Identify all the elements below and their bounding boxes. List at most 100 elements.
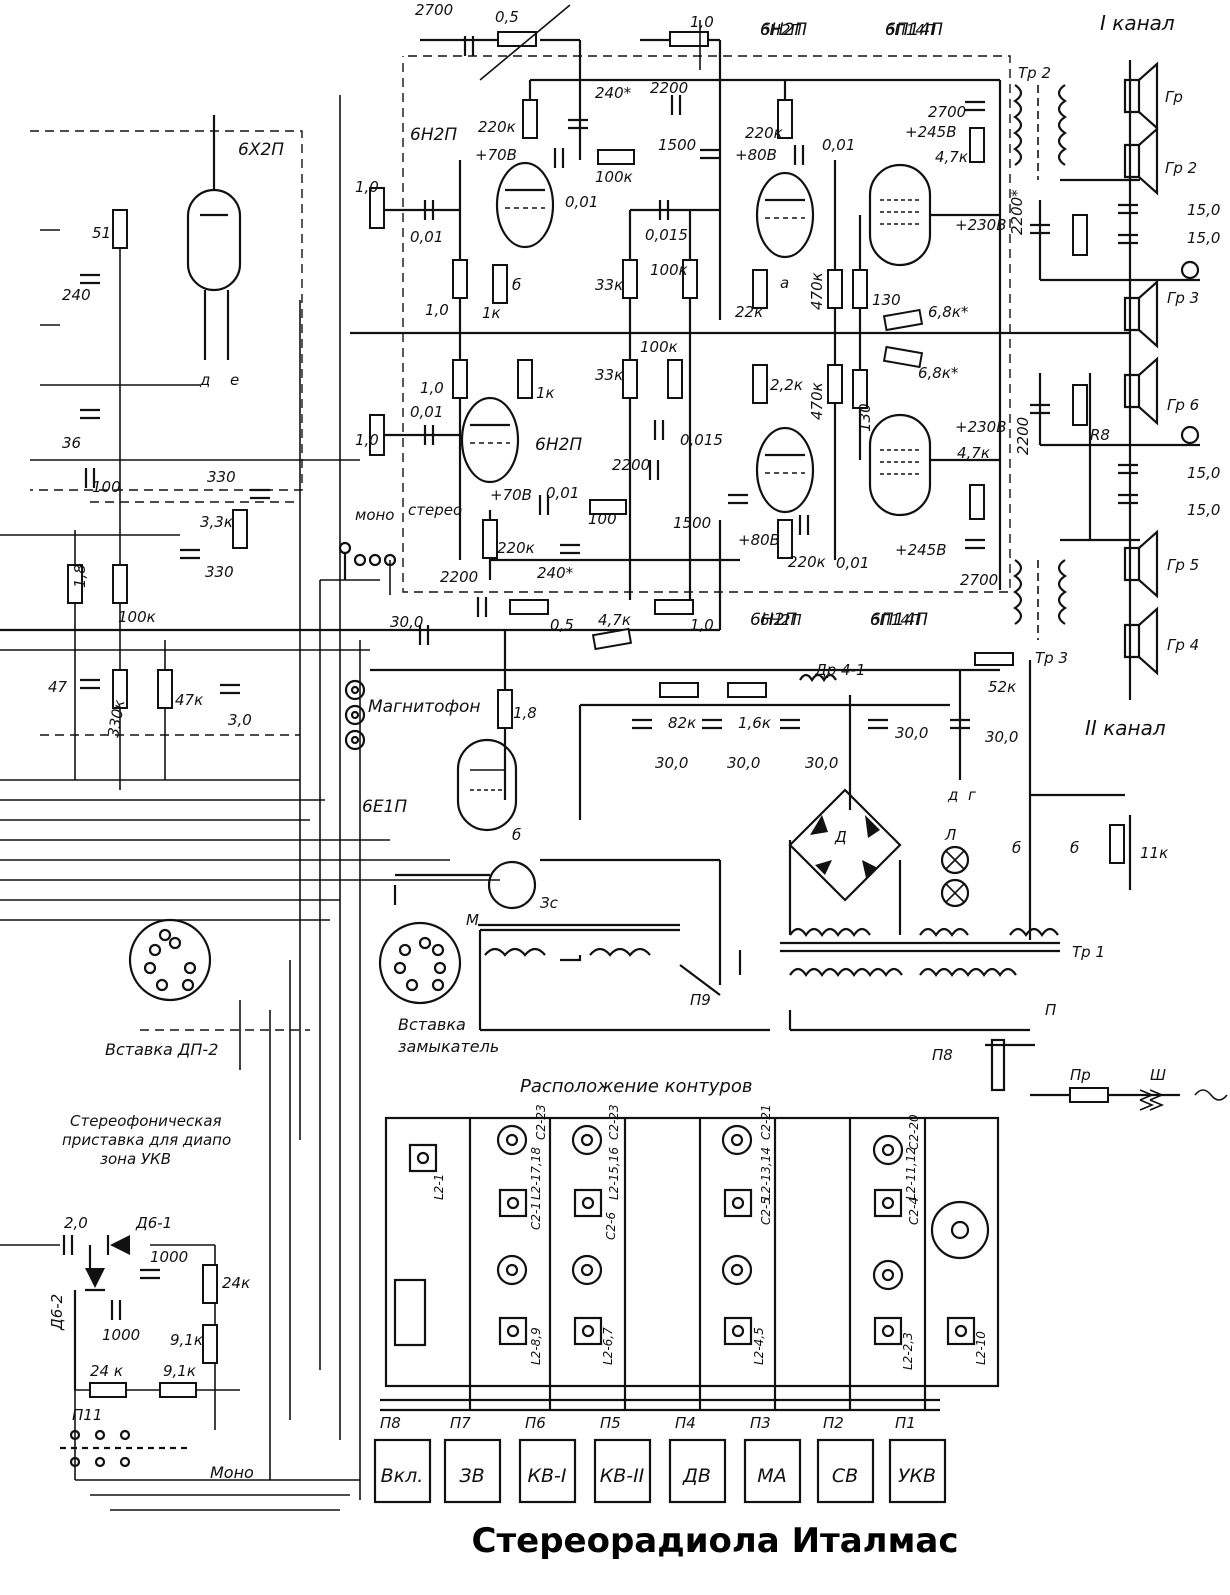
resistors xyxy=(67,99,1125,1398)
component-value-label: 2200 xyxy=(612,456,650,474)
band-button-1: ЗВ xyxy=(459,1465,484,1487)
resistor xyxy=(452,359,468,399)
resistor xyxy=(882,308,924,332)
resistor xyxy=(202,1324,218,1364)
coil-label: С2-5 xyxy=(759,1197,773,1225)
component-value-label: 220к xyxy=(497,539,535,557)
component-value-label: +70В xyxy=(475,146,517,164)
component-value-label: 220к xyxy=(745,124,783,142)
switch-p9 xyxy=(679,964,721,996)
headphone-3s xyxy=(487,860,537,910)
tube-6x2p xyxy=(186,188,242,292)
resistor xyxy=(667,359,683,399)
component-value-label: 0,5 xyxy=(495,8,519,26)
component-value-label: 2200 xyxy=(1014,417,1032,455)
component-value-label: R8 xyxy=(1090,426,1110,444)
component-value-label: 9,1к xyxy=(163,1362,196,1380)
coil-label: С2-1 xyxy=(529,1202,543,1230)
component-value-label: Д6-2 xyxy=(48,1294,66,1331)
tube-type-label: 6Е1П xyxy=(362,797,407,817)
mono-stereo-switch xyxy=(338,541,397,580)
component-value-label: 100 xyxy=(92,478,121,496)
component-value-label: 2200* xyxy=(1008,189,1026,235)
main-wiring xyxy=(0,38,1200,1511)
component-value-label: 1,0 xyxy=(425,301,449,319)
component-value-label: 240 xyxy=(62,286,91,304)
coil-panel-dividers xyxy=(380,1118,940,1412)
speaker-gr6 xyxy=(1123,356,1159,426)
resistor xyxy=(752,269,768,309)
component-value-label: Пр xyxy=(1070,1066,1091,1084)
resistor xyxy=(591,627,633,651)
component-value-label: б xyxy=(512,276,521,294)
component-value-label: 24к xyxy=(222,1274,250,1292)
resistor xyxy=(659,682,699,698)
resistor xyxy=(852,369,868,409)
switch-id-label: П8 xyxy=(380,1414,401,1432)
coil-label: L2-10 xyxy=(974,1331,988,1365)
component-value-label: 3,0 xyxy=(228,711,252,729)
component-value-label: Др 4-1 xyxy=(814,661,866,679)
capacitor xyxy=(80,273,100,285)
component-value-label: б xyxy=(1012,839,1021,857)
component-value-label: 100 xyxy=(588,510,617,528)
component-value-label: П11 xyxy=(72,1406,102,1424)
insert-shorting-label: замыкатель xyxy=(398,1037,499,1056)
component-value-label: +70В xyxy=(490,486,532,504)
tube-6n2p-ch1-driver xyxy=(755,171,815,259)
coil-label: L2-11,12 xyxy=(904,1147,918,1200)
component-value-label: Тр 2 xyxy=(1018,64,1051,82)
switch-id-label: П4 xyxy=(675,1414,696,1432)
stereo-attachment-label: приставка для диапо xyxy=(62,1131,231,1149)
component-value-label: +80В xyxy=(735,146,777,164)
component-value-label: 2,2к xyxy=(770,376,803,394)
resistor xyxy=(482,519,498,559)
component-value-label: 1,0 xyxy=(355,431,379,449)
component-value-label: 24 к xyxy=(90,1362,123,1380)
coil-label: С2-20 xyxy=(907,1114,921,1150)
component-value-label: 0,01 xyxy=(410,228,443,246)
resistor xyxy=(497,689,513,729)
resistor xyxy=(752,364,768,404)
component-value-label: 3,3к xyxy=(200,513,233,531)
component-value-label: 2700 xyxy=(928,103,966,121)
component-value-label: 30,0 xyxy=(655,754,688,772)
component-value-label: +230В xyxy=(955,418,1007,436)
volume-pot-0-5-top xyxy=(497,31,537,47)
component-value-label: 2,0 xyxy=(64,1214,88,1232)
coil-label: L2-4,5 xyxy=(752,1327,766,1365)
component-value-label: 30,0 xyxy=(727,754,760,772)
component-value-label: 0,01 xyxy=(822,136,855,154)
component-value-label: 130 xyxy=(856,403,874,432)
component-value-label: Ш xyxy=(1150,1066,1166,1084)
resistor xyxy=(89,1382,127,1398)
tube-6n2p-ch1-upper xyxy=(495,161,555,249)
component-value-label: 0,015 xyxy=(645,226,688,244)
balance-pot-1-0-b xyxy=(369,414,385,456)
switch-id-label: П6 xyxy=(525,1414,546,1432)
fuse xyxy=(1069,1087,1109,1103)
band-button-boxes xyxy=(373,1438,947,1504)
switch-id-label: П5 xyxy=(600,1414,621,1432)
band-button-4: ДВ xyxy=(682,1465,711,1487)
component-value-label: 470к xyxy=(808,272,826,310)
component-value-label: 15,0 xyxy=(1187,229,1220,247)
component-value-label: 240* xyxy=(595,84,632,102)
resistor xyxy=(1109,824,1125,864)
component-value-label: 30,0 xyxy=(985,728,1018,746)
band-button-0: Вкл. xyxy=(381,1465,424,1487)
mains-switch-p xyxy=(990,1038,1006,1092)
resistor xyxy=(969,127,985,163)
tube-6p14p-ch1 xyxy=(868,163,932,267)
resistor xyxy=(492,264,508,304)
capacitors xyxy=(62,36,1138,1320)
component-value-label: 1к xyxy=(482,304,501,322)
connector-dp2-socket xyxy=(128,918,212,1002)
resistor xyxy=(112,209,128,249)
component-value-label: 1,0 xyxy=(690,616,714,634)
switch-id-label: П7 xyxy=(450,1414,471,1432)
band-button-5: МА xyxy=(757,1465,786,1487)
